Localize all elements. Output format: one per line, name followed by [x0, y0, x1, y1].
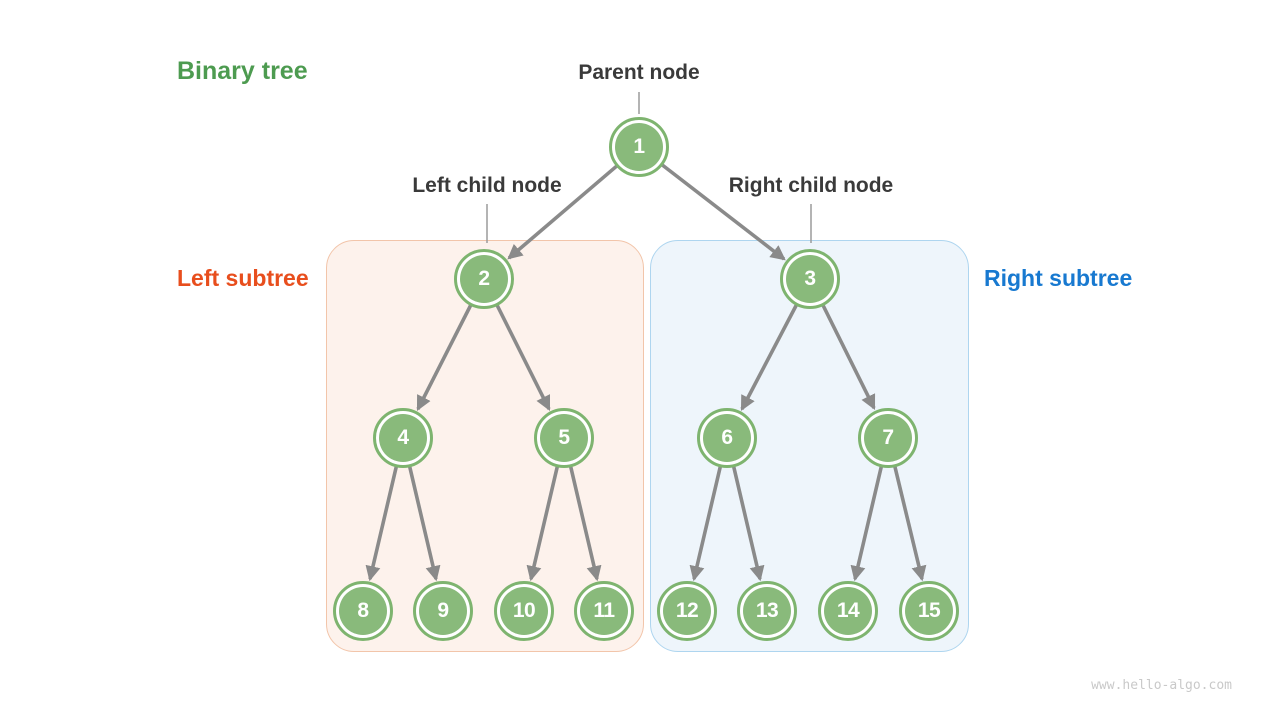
tree-node-1: 1	[609, 117, 669, 177]
tree-node-value: 4	[379, 414, 427, 462]
watermark: www.hello-algo.com	[1091, 678, 1232, 693]
tree-node-2: 2	[454, 249, 514, 309]
tree-node-14: 14	[818, 581, 878, 641]
right-subtree-label: Right subtree	[984, 265, 1133, 291]
right-child-node-label: Right child node	[728, 174, 894, 197]
parent-node-label: Parent node	[578, 61, 700, 84]
tree-node-value: 15	[905, 587, 953, 635]
tree-node-10: 10	[494, 581, 554, 641]
tree-node-value: 14	[824, 587, 872, 635]
tree-arrows	[365, 145, 927, 582]
tree-node-13: 13	[737, 581, 797, 641]
left-subtree-label: Left subtree	[177, 265, 309, 291]
tree-node-value: 11	[580, 587, 628, 635]
label-connector-lines	[486, 92, 812, 243]
tree-node-9: 9	[413, 581, 473, 641]
tree-node-value: 1	[615, 123, 663, 171]
tree-node-value: 8	[339, 587, 387, 635]
tree-node-value: 5	[540, 414, 588, 462]
tree-node-value: 9	[419, 587, 467, 635]
tree-node-value: 6	[703, 414, 751, 462]
tree-node-15: 15	[899, 581, 959, 641]
tree-node-value: 10	[500, 587, 548, 635]
tree-node-8: 8	[333, 581, 393, 641]
tree-node-value: 3	[786, 255, 834, 303]
tree-node-3: 3	[780, 249, 840, 309]
tree-node-11: 11	[574, 581, 634, 641]
left-child-node-label: Left child node	[412, 174, 562, 197]
tree-node-value: 13	[743, 587, 791, 635]
tree-node-6: 6	[697, 408, 757, 468]
tree-node-7: 7	[858, 408, 918, 468]
tree-node-4: 4	[373, 408, 433, 468]
diagram-title: Binary tree	[177, 57, 308, 85]
tree-node-5: 5	[534, 408, 594, 468]
tree-node-12: 12	[657, 581, 717, 641]
tree-node-value: 2	[460, 255, 508, 303]
tree-node-value: 12	[663, 587, 711, 635]
tree-node-value: 7	[864, 414, 912, 462]
